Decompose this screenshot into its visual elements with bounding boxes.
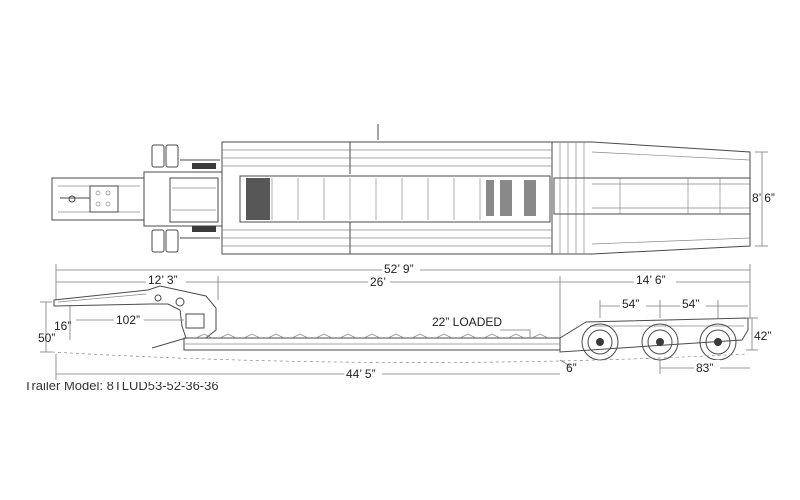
dim-axle-spacing-1: 54” <box>622 297 639 311</box>
deck-crossmember <box>507 333 525 339</box>
dim-rear-gap: 6” <box>566 361 577 375</box>
deck-crossmember <box>267 333 285 339</box>
dim-axle-spacing-2: 54” <box>682 297 699 311</box>
dim-wheelbase: 44’ 5” <box>346 367 376 381</box>
gooseneck-neck-top <box>51 177 145 221</box>
dim-rear-section: 14’ 6” <box>636 273 666 287</box>
rear-wheels <box>581 323 737 361</box>
dim-front-height: 50” <box>38 331 55 345</box>
deck-crossmember <box>243 333 261 339</box>
side-view: 50” 16” 102” 22” LOADED 42” <box>38 285 771 361</box>
model-caption: Trailer Model: 8TLUD53-52-36-36 <box>24 382 219 392</box>
top-view <box>51 124 751 255</box>
dim-rear-overhang: 83” <box>696 361 713 375</box>
deck-crossmember <box>459 333 477 339</box>
dim-overall-width: 8’ 6” <box>752 191 775 205</box>
deck-crossmember <box>483 333 501 339</box>
bottom-dimensions: 44’ 5” 6” 83” <box>55 354 750 381</box>
dim-deck-height-loaded: 22” LOADED <box>432 315 502 329</box>
deck-crossmember <box>339 333 357 339</box>
deck-crossmember <box>195 333 213 339</box>
dim-overall-length: 52’ 9” <box>384 262 414 276</box>
dim-kingpin-to-deck: 102” <box>116 313 140 327</box>
deck-crossmember <box>387 333 405 339</box>
dim-deck-length: 26’ <box>370 275 386 289</box>
deck-crossmember <box>411 333 429 339</box>
deck-crossmember <box>363 333 381 339</box>
deck-crossmember <box>291 333 309 339</box>
deck-crossmember <box>219 333 237 339</box>
length-dimensions: 52’ 9” 12’ 3” 26’ 14’ 6” 54” 54” <box>55 261 751 338</box>
wheel <box>641 323 679 361</box>
dim-gooseneck-drop: 16” <box>54 319 71 333</box>
deck-crossmember <box>435 333 453 339</box>
dim-gooseneck-length: 12’ 3” <box>148 273 178 287</box>
width-dimension: 8’ 6” <box>752 151 775 247</box>
dim-rear-height: 42” <box>754 329 771 343</box>
deck-crossmember <box>531 333 549 339</box>
deck-crossmember <box>315 333 333 339</box>
wheel <box>581 323 619 361</box>
